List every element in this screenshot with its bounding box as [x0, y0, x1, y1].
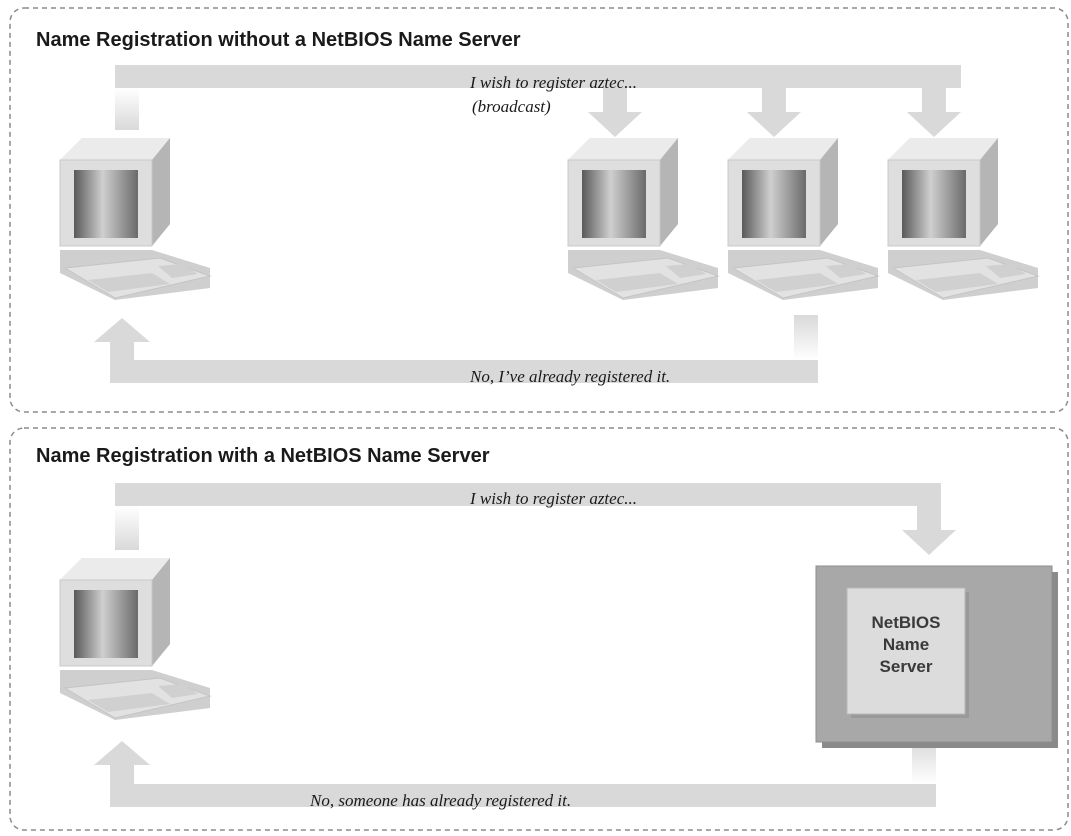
- peer-computer-3-icon: [887, 137, 1039, 301]
- broadcast-request-arrow: [115, 65, 961, 137]
- requesting-computer-bottom-icon: [59, 557, 211, 721]
- netbios-name-server: NetBIOS Name Server: [815, 565, 1058, 748]
- panel-top-border: [9, 7, 1069, 413]
- server-request-label: I wish to register aztec...: [469, 489, 637, 508]
- server-label-line3: Server: [880, 657, 933, 676]
- server-request-arrow: [115, 483, 956, 555]
- reply-arrow-bottom: [94, 740, 936, 807]
- reply-arrow-top: [94, 315, 818, 383]
- panel-bottom-title: Name Registration with a NetBIOS Name Se…: [36, 445, 490, 467]
- reply-label-bottom: No, someone has already registered it.: [309, 791, 571, 810]
- panel-bottom-border: [9, 427, 1069, 831]
- reply-label-top: No, I’ve already registered it.: [469, 367, 670, 386]
- peer-computer-2-icon: [727, 137, 879, 301]
- broadcast-request-sublabel: (broadcast): [472, 97, 551, 116]
- peer-computer-1-icon: [567, 137, 719, 301]
- panel-top-title: Name Registration without a NetBIOS Name…: [36, 29, 521, 51]
- broadcast-request-label: I wish to register aztec...: [469, 73, 637, 92]
- requesting-computer-icon: [59, 137, 211, 301]
- server-label-line1: NetBIOS: [872, 613, 941, 632]
- server-label-line2: Name: [883, 635, 929, 654]
